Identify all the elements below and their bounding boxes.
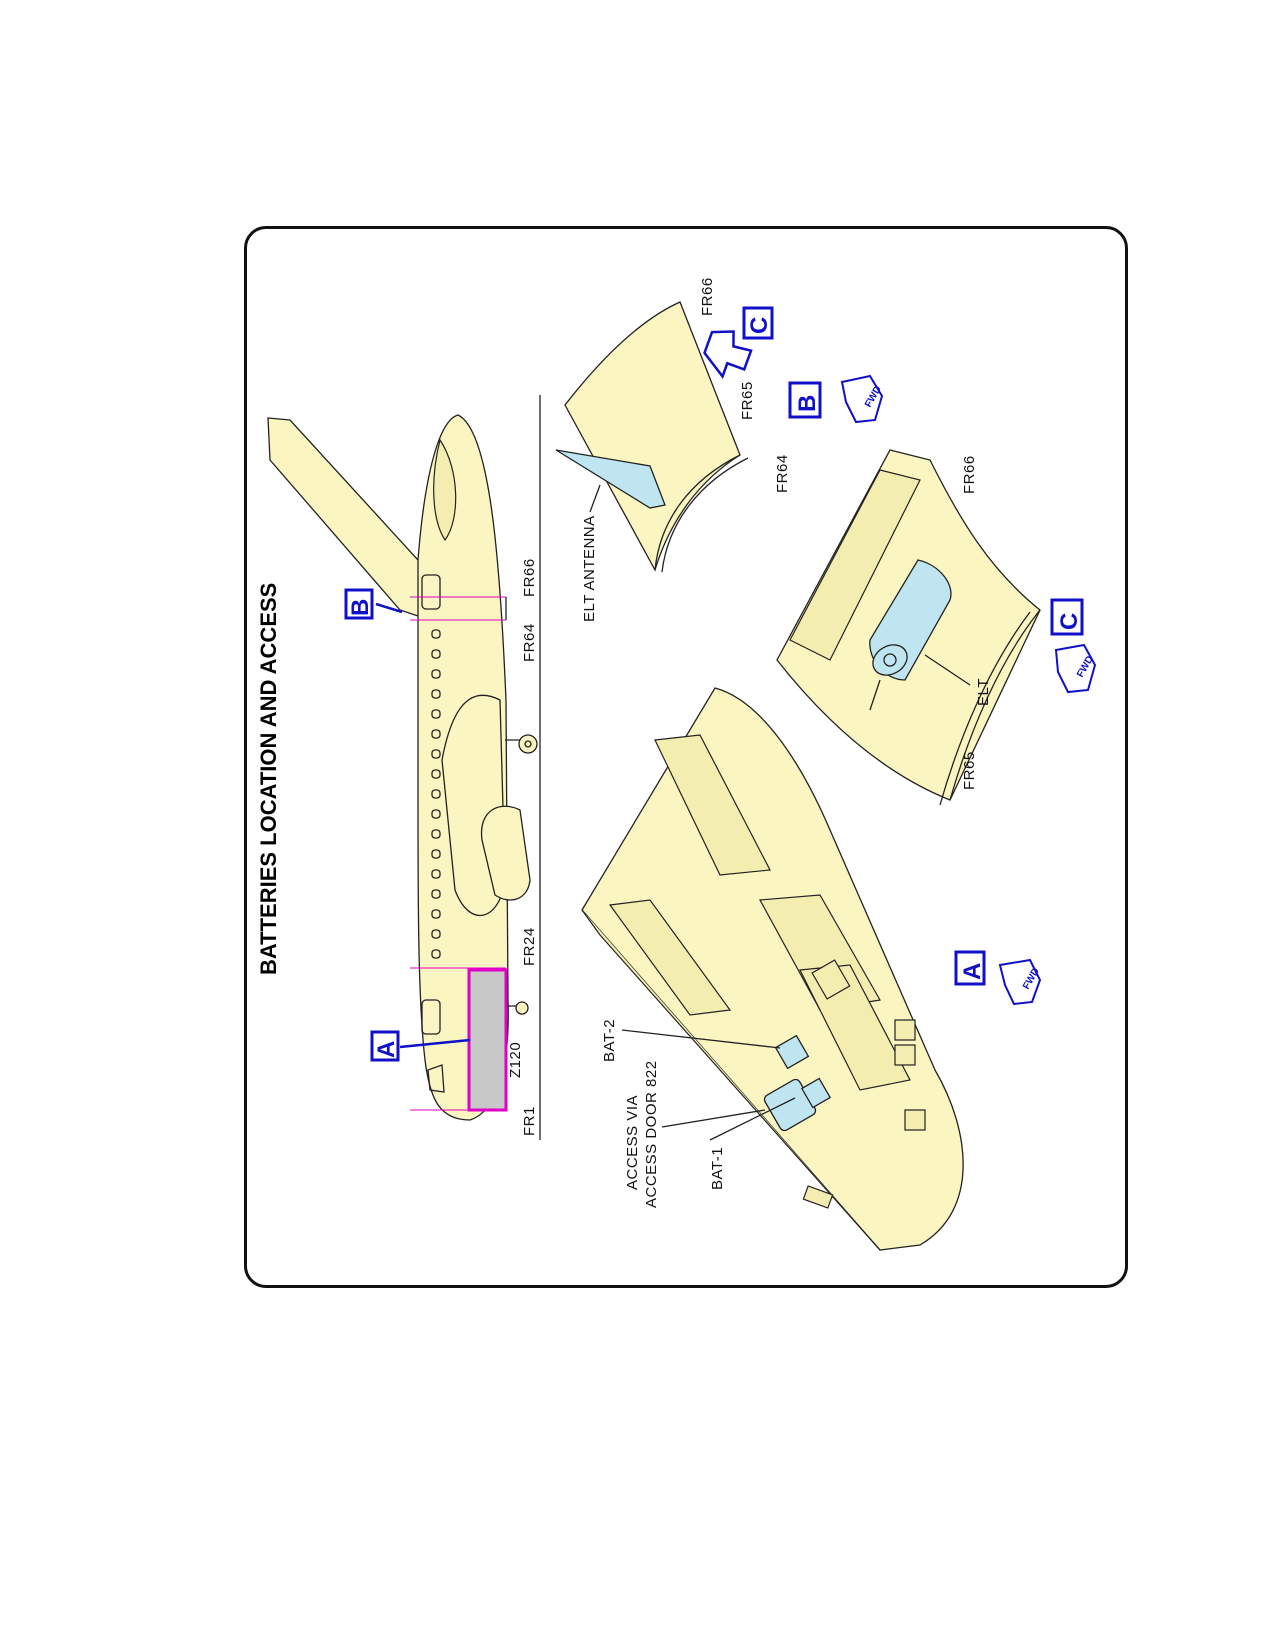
callout-b-text: B [347, 599, 374, 616]
fwd-arrow-a [998, 958, 1042, 1006]
elt-label: ELT [975, 678, 992, 706]
rear-door [421, 574, 441, 610]
aircraft-side-view: FR66 FR64 FR24 FR1 Z120 A B [267, 395, 541, 1140]
access-via-line2: ACCESS DOOR 822 [643, 1060, 660, 1208]
rack-upper [654, 734, 771, 876]
engine [480, 805, 531, 901]
detail-c-fr65-label: FR65 [961, 751, 978, 790]
fwd-arrow-b [840, 374, 884, 424]
callout-a-text: A [373, 1041, 400, 1058]
rack-middle [608, 899, 732, 1016]
window-row [431, 629, 441, 959]
bat-1-label: BAT-1 [709, 1147, 726, 1190]
detail-b-fr65-label: FR65 [739, 381, 756, 420]
nose-gear-wheel [515, 1001, 529, 1015]
view-c-arrow [703, 330, 753, 380]
bat-2-label: BAT-2 [601, 1019, 618, 1062]
bat-2-battery [774, 1034, 810, 1070]
fr66-label: FR66 [521, 558, 538, 597]
detail-a-callout [954, 950, 986, 986]
callout-b-marker [344, 588, 374, 620]
access-door-822 [800, 1077, 832, 1109]
fr64-label: FR64 [521, 623, 538, 662]
detail-c-callout [1050, 598, 1084, 636]
access-via-line1: ACCESS VIA [624, 1095, 641, 1190]
fwd-arrow-c [1054, 643, 1097, 694]
fr1-label: FR1 [521, 1106, 538, 1136]
detail-c-fr66-label: FR66 [961, 455, 978, 494]
horizontal-stabilizer [433, 438, 457, 542]
detail-b-c-callout [742, 306, 774, 340]
detail-b-fr66-label: FR66 [699, 277, 716, 316]
page-title: BATTERIES LOCATION AND ACCESS [256, 583, 281, 975]
zone-z120-label: Z120 [507, 1042, 524, 1078]
zone-z120-area [467, 968, 508, 1112]
detail-b-callout [788, 381, 822, 419]
detail-b-c-text: C [746, 317, 773, 334]
avionics-bay-shell [581, 687, 964, 1251]
cockpit-window [427, 1064, 445, 1093]
elt-antenna-label: ELT ANTENNA [581, 515, 598, 622]
detail-b-elt-antenna: ELT ANTENNA FR66 FR65 FR64 C B FWD [555, 277, 884, 622]
main-gear-wheel [518, 734, 538, 754]
front-door [421, 999, 441, 1035]
detail-a-callout-text: A [959, 963, 986, 980]
callout-a-marker [370, 1030, 400, 1062]
fr24-label: FR24 [521, 927, 538, 966]
detail-b-fr64-label: FR64 [774, 454, 791, 493]
detail-b-callout-text: B [794, 395, 821, 412]
detail-c-callout-text: C [1056, 613, 1083, 630]
detail-a-avionics-bay: BAT-2 ACCESS VIA ACCESS DOOR 822 BAT-1 A… [581, 687, 1042, 1251]
detail-c-elt-unit: ELT FR66 FR65 C FWD [776, 449, 1097, 806]
elt-antenna-blade [555, 449, 666, 509]
